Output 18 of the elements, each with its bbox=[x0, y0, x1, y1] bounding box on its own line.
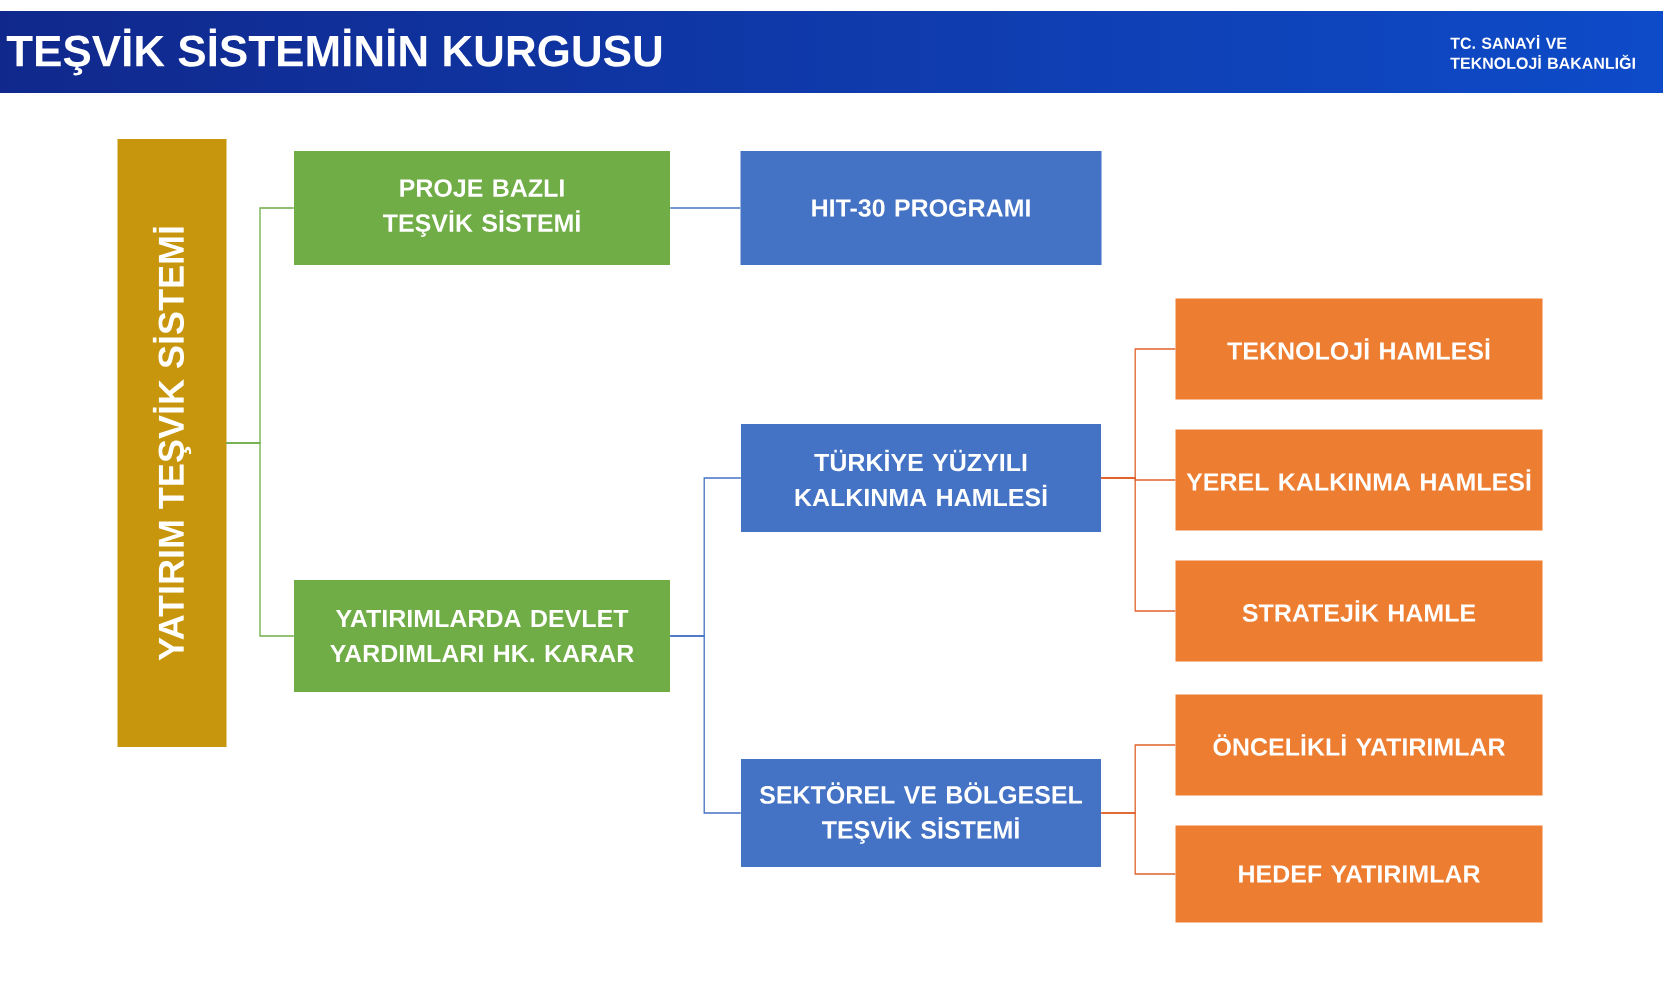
process-box: TÜRKİYE YÜZYILI KALKINMA HAMLESİ bbox=[741, 424, 1101, 532]
category-box: PROJE BAZLI TEŞVİK SİSTEMİ bbox=[294, 151, 670, 265]
process-box: SEKTÖREL VE BÖLGESEL TEŞVİK SİSTEMİ bbox=[741, 759, 1101, 867]
process-box: YEREL KALKINMA HAMLESİ bbox=[1175, 429, 1543, 531]
process-box: TEKNOLOJİ HAMLESİ bbox=[1175, 298, 1543, 400]
process-box: STRATEJİK HAMLE bbox=[1175, 560, 1543, 662]
connector bbox=[669, 207, 741, 209]
process-box: HEDEF YATIRIMLAR bbox=[1175, 825, 1543, 923]
ministry-name: TC. SANAYİ VE TEKNOLOJİ BAKANLIĞI bbox=[1450, 35, 1635, 69]
vertical-banner: YATIRIM TEŞVİK SİSTEMİ bbox=[117, 139, 227, 747]
connector bbox=[1100, 812, 1176, 875]
process-box: HIT-30 PROGRAMI bbox=[740, 151, 1102, 265]
title: TEŞVİK SİSTEMİNİN KURGUSU bbox=[6, 28, 662, 76]
connector bbox=[225, 442, 295, 637]
process-box: ÖNCELİKLİ YATIRIMLAR bbox=[1175, 694, 1543, 796]
connector bbox=[1100, 477, 1176, 612]
category-box: YATIRIMLARDA DEVLET YARDIMLARI HK. KARAR bbox=[294, 580, 670, 692]
connector bbox=[669, 635, 742, 814]
